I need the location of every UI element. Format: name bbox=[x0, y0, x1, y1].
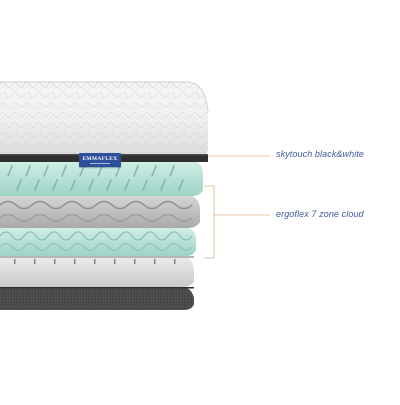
brand-tag-underline bbox=[90, 163, 110, 164]
light-grey-base-foam-layer bbox=[0, 256, 194, 287]
brand-tag: EMMAFLEX bbox=[79, 153, 121, 167]
brand-name: EMMAFLEX bbox=[82, 156, 118, 162]
callout-bracket-mid bbox=[204, 185, 270, 259]
mint-convoluted-foam-layer bbox=[0, 228, 196, 256]
charcoal-bottom-cover-layer bbox=[0, 287, 194, 310]
callout-label-skytouch: skytouch black&white bbox=[276, 149, 365, 159]
grey-wave-foam-layer bbox=[0, 196, 200, 228]
callout-label-ergoflex: ergoflex 7 zone cloud bbox=[276, 209, 364, 219]
top-cover-layer bbox=[0, 81, 209, 158]
mint-foam-layer bbox=[0, 162, 203, 196]
